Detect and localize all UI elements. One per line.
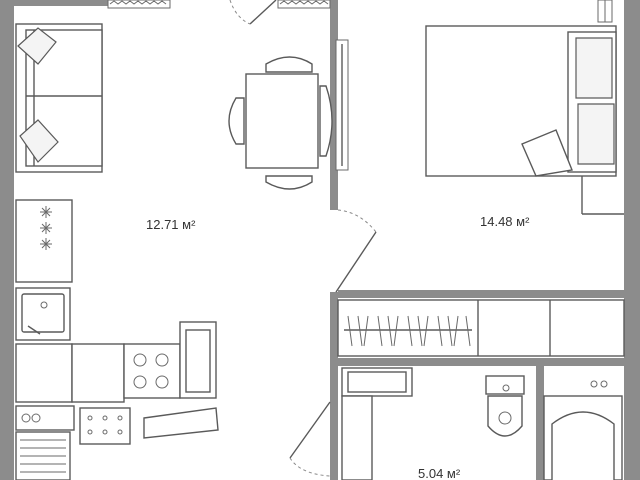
door-arc-bathroom [289,457,331,477]
chair-top [265,56,313,73]
cushion-top [17,27,57,65]
area-label-bathroom: 5.04 м² [418,466,461,480]
stove [123,343,181,399]
wardrobe [337,299,625,357]
curtain-right [279,0,329,5]
coat-rack [143,407,219,439]
dining-table [228,56,333,190]
kitchen [15,199,217,403]
hob-burners [40,206,52,250]
blanket-fold [521,129,573,177]
toilet-bowl [487,395,523,437]
partition-bathroom [330,292,338,480]
chair-left [228,97,245,145]
wall-top-left [14,0,108,6]
sliding-door [335,39,377,293]
bathroom [341,367,623,480]
bench [79,407,131,445]
pillow-bottom [577,103,615,165]
wall-left [0,0,14,480]
table-top [245,73,319,169]
hallway [15,401,331,480]
wall-bedroom-bottom [338,290,624,298]
area-label-bedroom: 14.48 м² [480,214,530,229]
bath-cabinet [341,395,373,480]
meter-box [15,405,75,431]
door-leaf-bathroom [289,401,331,459]
counter-lower [15,343,73,403]
wardrobe-body [337,299,625,357]
balcony-door-leaf [249,0,277,25]
sofa [15,23,103,173]
chair-bottom [265,175,313,190]
curtain-left [109,0,167,5]
sink [21,293,65,333]
balcony-door-arc [229,0,251,25]
windows [107,0,613,25]
door-arc-bedroom [337,209,377,233]
cushion-bottom [19,119,59,163]
wall-bathroom-top [338,358,624,366]
pillow-top [575,37,613,99]
wall-bath-divider [536,366,544,480]
counter-mid [71,343,125,403]
door-leaf-bedroom [335,231,377,293]
wall-right [624,0,640,480]
area-label-living: 12.71 м² [146,217,196,232]
hangers [347,315,471,347]
partition-living-bedroom-upper [330,0,338,210]
bed [425,25,624,215]
chair-right [319,85,333,157]
window-living-left [107,0,171,9]
